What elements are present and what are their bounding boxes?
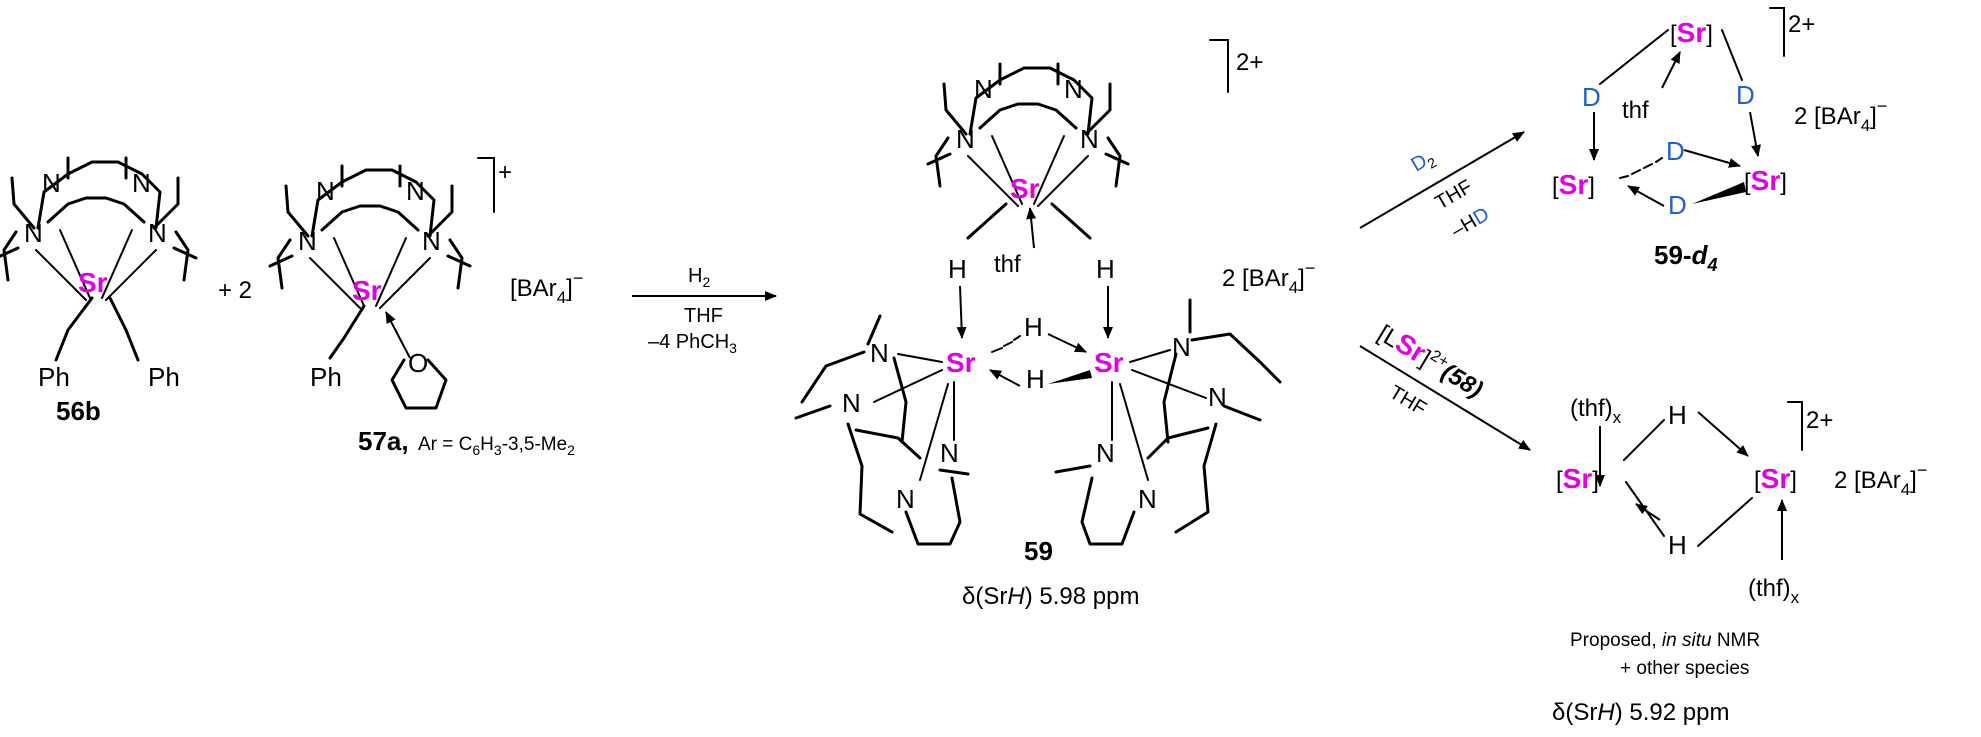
n-atom: N (896, 484, 915, 514)
reaction-arrow-d2: D2 THF –HD (1359, 131, 1525, 242)
charge-2plus: 2+ (1788, 11, 1815, 38)
d-atom: D (1582, 82, 1601, 112)
n-atom: N (1096, 438, 1115, 468)
byproduct-toluene: –4 PhCH3 (648, 331, 737, 356)
charge-2plus: 2+ (1806, 407, 1833, 434)
h-atom: H (1668, 400, 1687, 430)
sr-atom: Sr (78, 267, 108, 298)
compound-label-57a: 57a, (358, 426, 409, 456)
byproduct-hd: –HD (1448, 203, 1494, 242)
anion-2bar4: 2 [BAr4]− (1794, 96, 1887, 135)
compound-59-d4: [Sr] [Sr] [Sr] D D D D thf 2+ 2 [BAr4]− … (1552, 7, 1887, 275)
sr-atom-left: Sr (946, 347, 976, 378)
proposed-sr2h2-dimer: (thf)x [Sr] [Sr] H H (thf)x 2+ 2 [BAr4]−… (1552, 395, 1927, 726)
reagent-h2: H2 (688, 265, 710, 290)
n-atom: N (24, 218, 43, 248)
reaction-arrow-58: [LSr]2+(58) THF (1359, 320, 1531, 451)
anion-2bar4: 2 [BAr4]− (1834, 460, 1927, 499)
sr-atom-right: Sr (1094, 347, 1124, 378)
thf-x-ligand: (thf)x (1570, 395, 1622, 427)
thf-x-ligand: (thf)x (1748, 575, 1800, 607)
sr-bracket: [Sr] (1670, 17, 1713, 48)
h-atom: H (1668, 530, 1687, 560)
n-atom: N (42, 168, 61, 198)
proposed-note: Proposed, in situ NMR (1570, 630, 1760, 651)
n-atom: N (422, 226, 441, 256)
compound-59: N N N N Sr thf 2+ H H Sr N N N N (794, 39, 1282, 610)
sr-bracket: [Sr] (1556, 463, 1599, 494)
nmr-shift-dimer: δ(SrH) 5.92 ppm (1552, 699, 1729, 726)
d-atom: D (1666, 136, 1685, 166)
compound-56b: N N N N Sr Ph Ph 56b (0, 156, 198, 426)
compound-label-59-d4: 59-d4 (1654, 240, 1717, 275)
n-atom: N (1208, 382, 1227, 412)
thf-ligand: thf (994, 251, 1021, 278)
n-atom: N (298, 226, 317, 256)
n-atom: N (974, 74, 993, 104)
sr-atom-top: Sr (1010, 173, 1040, 204)
coefficient-plus-two: + 2 (218, 277, 252, 304)
compound-label-59: 59 (1024, 536, 1053, 566)
n-atom: N (842, 388, 861, 418)
sr-atom: Sr (352, 275, 382, 306)
n-atom: N (956, 124, 975, 154)
h-atom: H (948, 254, 967, 284)
ph-group: Ph (310, 362, 342, 392)
anion-bar4: [BAr4]− (510, 268, 583, 307)
sr-bracket: [Sr] (1744, 165, 1787, 196)
n-atom: N (1138, 484, 1157, 514)
n-atom: N (148, 218, 167, 248)
ph-group: Ph (148, 362, 180, 392)
solvent-thf: THF (684, 305, 723, 327)
h-atom: H (1026, 364, 1045, 394)
n-atom: N (316, 176, 335, 206)
anion-2bar4: 2 [BAr4]− (1222, 258, 1315, 297)
o-atom: O (408, 348, 428, 378)
nmr-shift-59: δ(SrH) 5.98 ppm (962, 583, 1139, 610)
thf-ligand: thf (1622, 97, 1649, 124)
n-atom: N (406, 176, 425, 206)
sr-bracket: [Sr] (1552, 169, 1595, 200)
ph-group: Ph (38, 362, 70, 392)
reaction-arrow-h2: H2 THF –4 PhCH3 (632, 265, 777, 356)
d-atom: D (1668, 190, 1687, 220)
reagent-d2: D2 (1408, 146, 1440, 179)
sr-bracket: [Sr] (1754, 463, 1797, 494)
h-atom: H (1096, 254, 1115, 284)
n-atom: N (132, 168, 151, 198)
h-atom: H (1024, 312, 1043, 342)
ar-definition: Ar = C6H3-3,5-Me2 (418, 434, 575, 458)
charge-plus: + (498, 159, 512, 186)
d-atom: D (1736, 80, 1755, 110)
n-atom: N (1080, 124, 1099, 154)
n-atom: N (870, 338, 889, 368)
compound-label-56b: 56b (56, 396, 101, 426)
compound-57a: N N N N Sr Ph O + 57a, (268, 157, 512, 456)
solvent-thf: THF (1385, 381, 1430, 420)
charge-2plus: 2+ (1236, 49, 1263, 76)
proposed-note-line2: + other species (1620, 658, 1749, 679)
n-atom: N (1064, 74, 1083, 104)
n-atom: N (940, 438, 959, 468)
